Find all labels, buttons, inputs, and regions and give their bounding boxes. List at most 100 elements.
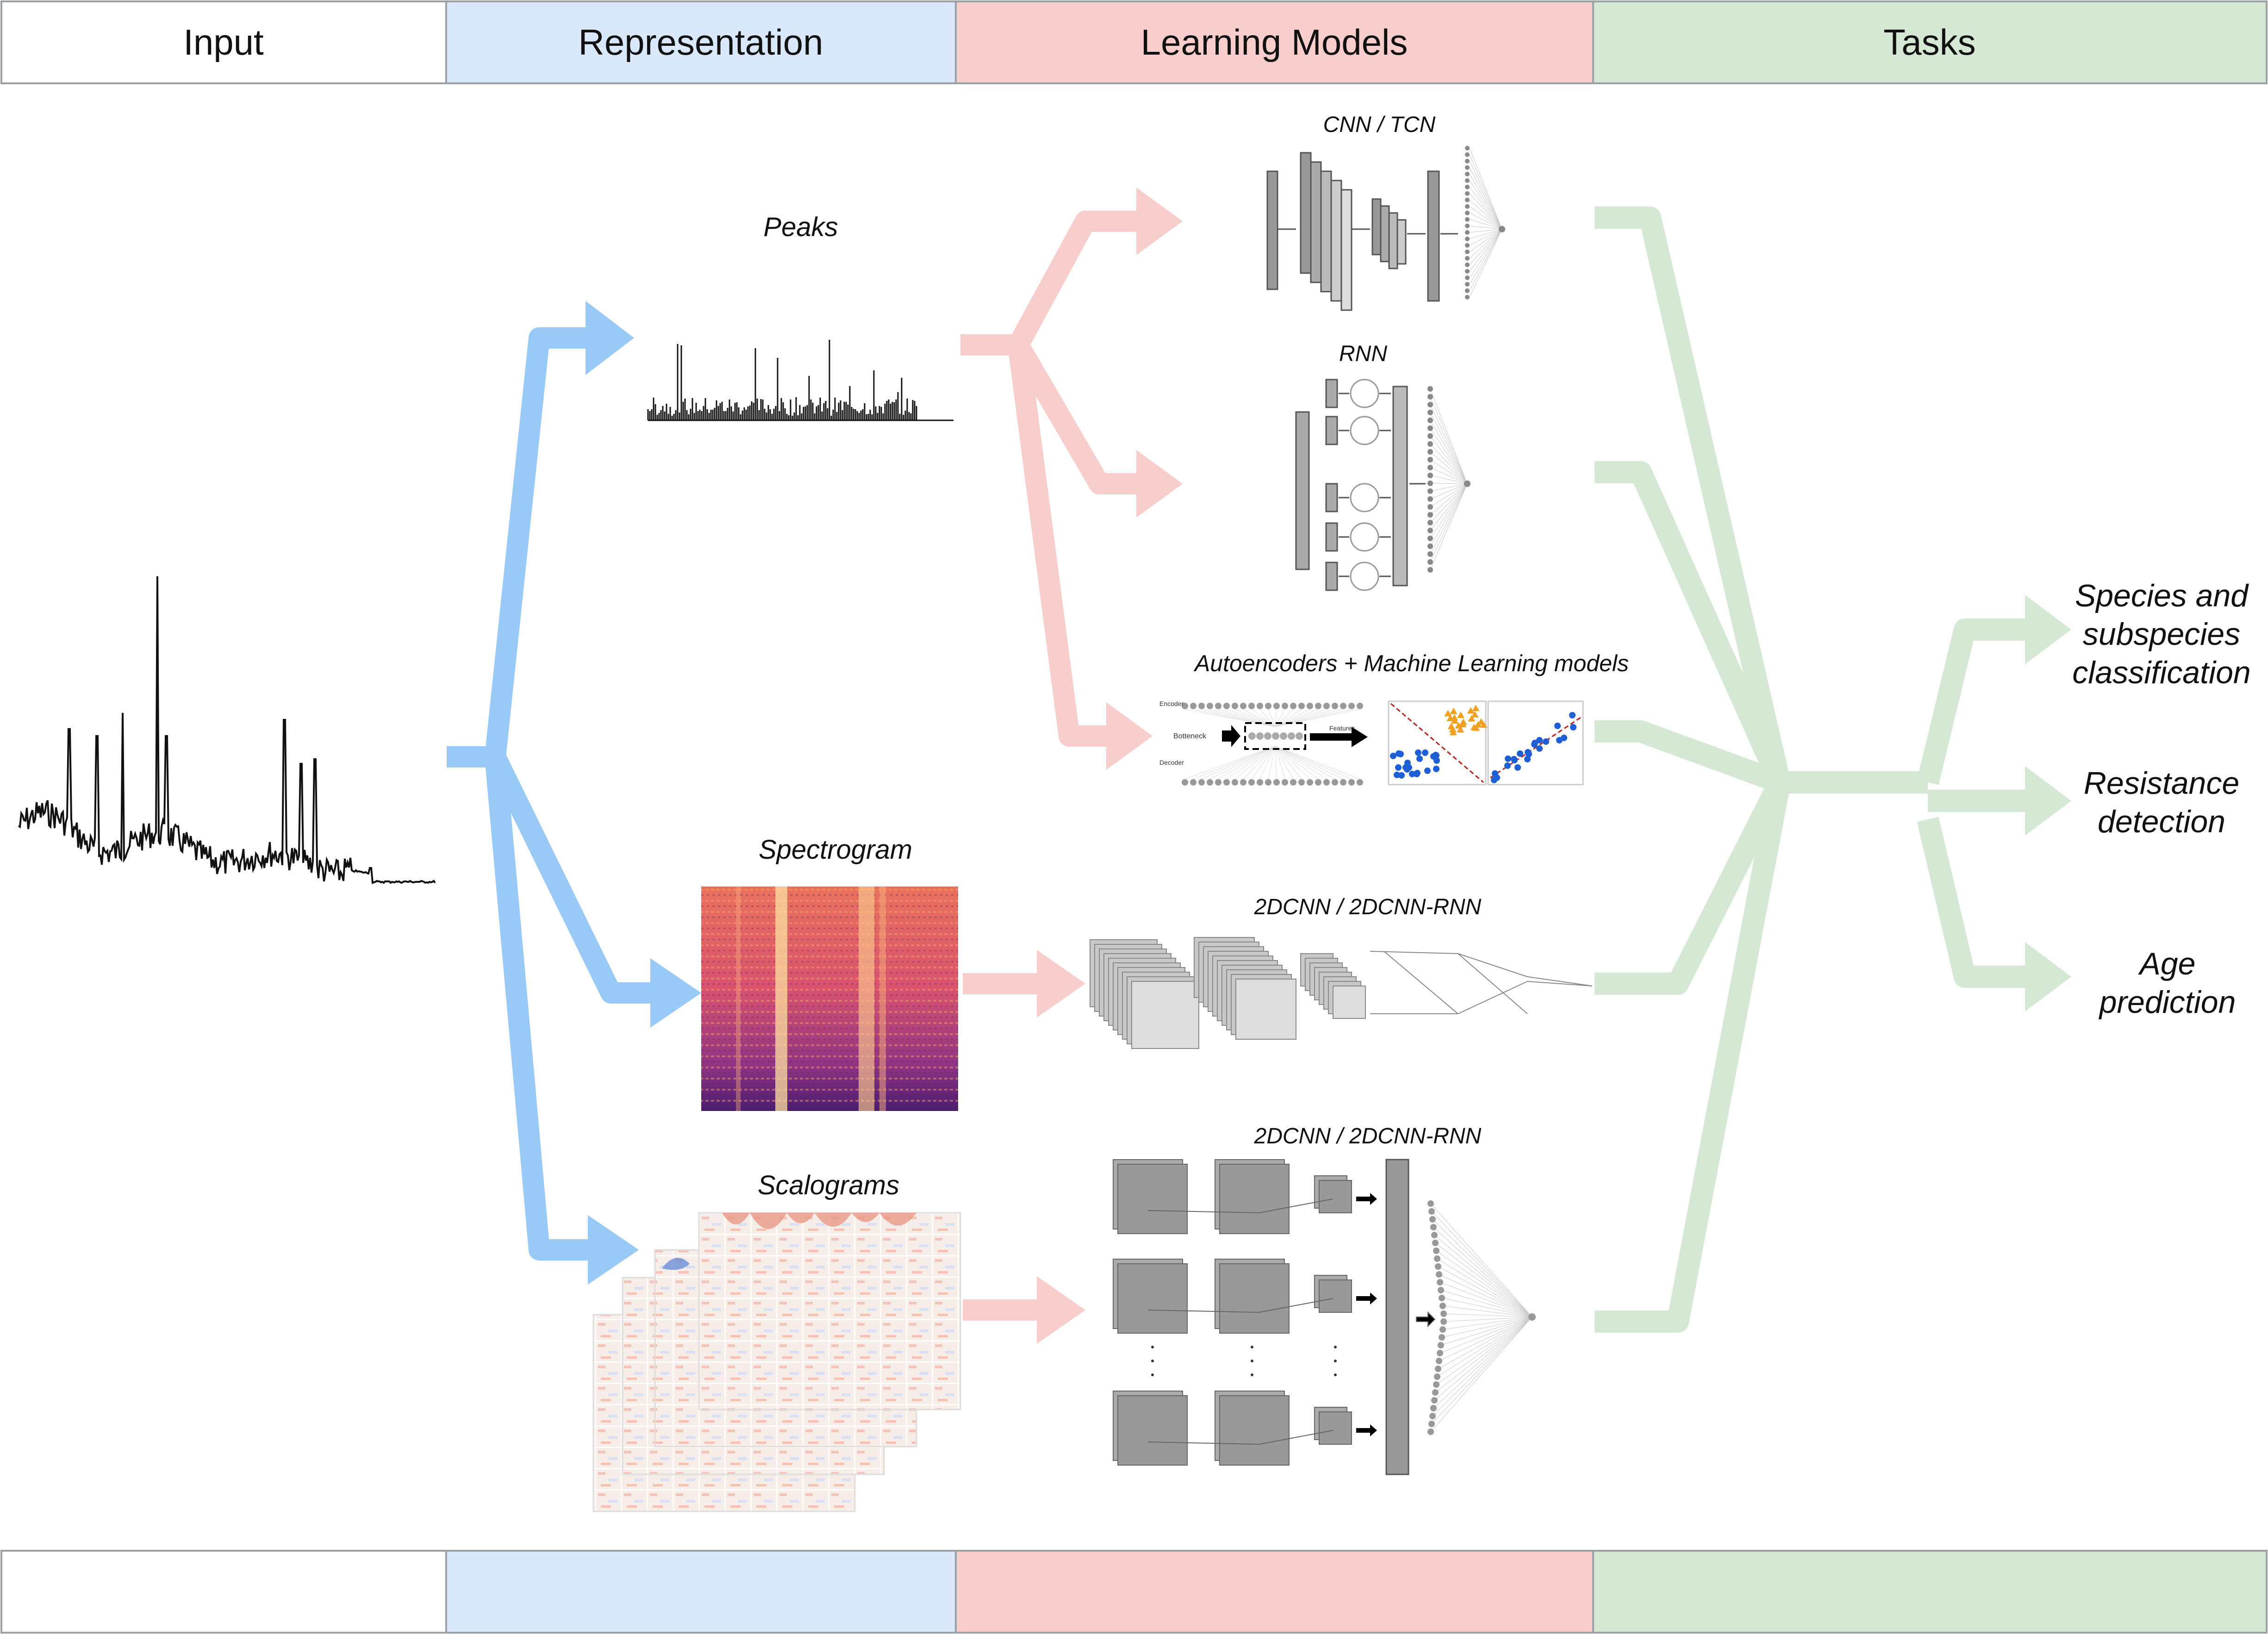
ae-link — [1251, 746, 1276, 780]
cnn-neuron — [1465, 191, 1470, 196]
cnn2d-b-neuron — [1436, 1271, 1442, 1278]
cnn2d-b-map-2 — [1219, 1395, 1290, 1466]
rnn-cell-node — [1350, 416, 1379, 445]
cnn2d-b-connection — [1436, 1250, 1533, 1317]
cnn-neuron — [1465, 159, 1470, 163]
cnn-connection — [1469, 229, 1502, 291]
cnn2d-b-connection — [1430, 1203, 1533, 1317]
cnn2d-b-connection — [1430, 1317, 1533, 1432]
ae-encoder-node — [1215, 703, 1221, 709]
label-autoencoders: Autoencoders + Machine Learning models — [1193, 650, 1629, 676]
cnn-connection — [1469, 229, 1502, 259]
ae-link — [1209, 709, 1276, 727]
green-flow-cnn — [1595, 206, 1791, 785]
cnn-connection — [1469, 161, 1502, 230]
blue-to-spectrogram — [486, 752, 667, 1004]
cnn-neuron — [1465, 224, 1470, 228]
ae-link — [1218, 746, 1276, 780]
header-learning-models-label: Learning Models — [1141, 22, 1408, 62]
header-band-input — [0, 0, 447, 84]
green-arrowheads — [2025, 595, 2071, 1011]
rnn-connection — [1430, 436, 1468, 484]
ae-decoder-label: Decoder — [1159, 759, 1184, 766]
scalogram-top-pattern — [722, 1213, 916, 1229]
cnn-connection — [1469, 148, 1502, 230]
cnn2d-b-link — [1259, 1430, 1333, 1445]
ae-decoder-node — [1223, 779, 1230, 786]
rnn-neuron — [1427, 457, 1433, 462]
ml-class-b-point — [1390, 753, 1396, 759]
ae-bottleneck-node — [1280, 732, 1287, 740]
cnn2d-b-connection — [1442, 1317, 1533, 1330]
cnn2d-a-feature-maps — [1090, 937, 1366, 1049]
cnn-neuron — [1465, 243, 1470, 248]
cnn2d-b-connection — [1435, 1317, 1533, 1393]
pink-arrows — [960, 187, 1183, 1344]
ae-link — [1184, 746, 1276, 780]
rnn-neuron — [1427, 551, 1433, 557]
cnn2d-b-connection — [1431, 1211, 1533, 1317]
cnn2d-spectrogram-diagram — [1090, 937, 1593, 1049]
rnn-neuron — [1427, 394, 1433, 399]
cnn2d-b-neuron — [1439, 1303, 1446, 1309]
ae-encoder-node — [1298, 703, 1305, 709]
ae-link — [1184, 709, 1276, 727]
ae-link — [1275, 746, 1352, 780]
cnn2d-b-ellipsis-dot — [1151, 1360, 1154, 1362]
ae-encoder-node — [1257, 703, 1263, 709]
cnn2d-b-ellipsis-dot — [1334, 1360, 1337, 1362]
rnn-step-box — [1325, 379, 1338, 408]
cnn2d-b-neuron — [1440, 1310, 1447, 1317]
cnn2d-a-fc-4 — [1458, 953, 1528, 977]
spectrogram-image — [701, 886, 958, 1111]
rnn-neuron — [1427, 418, 1433, 423]
ml-regression-point — [1536, 737, 1543, 743]
cnn2d-b-neuron — [1429, 1216, 1436, 1223]
rnn-connection — [1430, 483, 1468, 484]
cnn-conv-5 — [1340, 189, 1352, 311]
ae-decoder-node — [1232, 779, 1238, 786]
task-labels: Species and subspecies classification Re… — [2072, 578, 2251, 1020]
rnn-cells — [1325, 379, 1391, 591]
cnn-neuron — [1465, 250, 1470, 254]
rnn-connection — [1430, 483, 1468, 492]
ae-link — [1275, 709, 1335, 727]
cnn2d-b-map-3 — [1319, 1411, 1352, 1445]
cnn2d-b-neuron — [1430, 1224, 1437, 1230]
ae-link — [1275, 746, 1310, 780]
cnn2d-b-neuron — [1439, 1334, 1445, 1341]
ae-bottleneck-node — [1288, 732, 1295, 740]
rnn-connection — [1430, 483, 1468, 562]
cnn-conv-1 — [1300, 152, 1312, 274]
ae-link — [1218, 709, 1276, 727]
spectrogram-band-3 — [879, 886, 886, 1111]
scalogram-1 — [698, 1212, 961, 1410]
blue-to-peaks — [485, 327, 602, 758]
cnn2d-b-arrow — [1416, 1311, 1436, 1328]
ml-regression-point — [1561, 735, 1567, 741]
cnn2d-b-connection — [1434, 1317, 1533, 1401]
ae-bottleneck-node — [1296, 732, 1303, 740]
ml-classifier-points — [1390, 705, 1488, 779]
peaks-lines — [647, 340, 917, 420]
ae-link — [1259, 709, 1276, 727]
footer-bands — [0, 1550, 2268, 1634]
pink-arrowhead-cnn — [1136, 187, 1183, 255]
cnn2d-b-neuron — [1433, 1248, 1439, 1254]
ae-decoder-node — [1273, 779, 1280, 786]
green-branch-age — [1917, 817, 2037, 988]
cnn2d-b-connection — [1432, 1317, 1533, 1417]
cnn-dense — [1427, 170, 1440, 302]
ae-decoder-node — [1190, 779, 1196, 786]
ae-link — [1275, 746, 1344, 780]
cnn-connection — [1469, 229, 1502, 272]
rnn-neuron — [1427, 386, 1433, 392]
cnn-connection — [1469, 219, 1502, 230]
ae-arrow-out — [1310, 727, 1368, 747]
rnn-step-box — [1325, 562, 1338, 591]
footer-band-input — [0, 1550, 447, 1634]
cnn-neuron — [1465, 288, 1470, 293]
cnn2d-b-output-node — [1528, 1313, 1536, 1321]
ml-class-b-point — [1433, 766, 1439, 772]
